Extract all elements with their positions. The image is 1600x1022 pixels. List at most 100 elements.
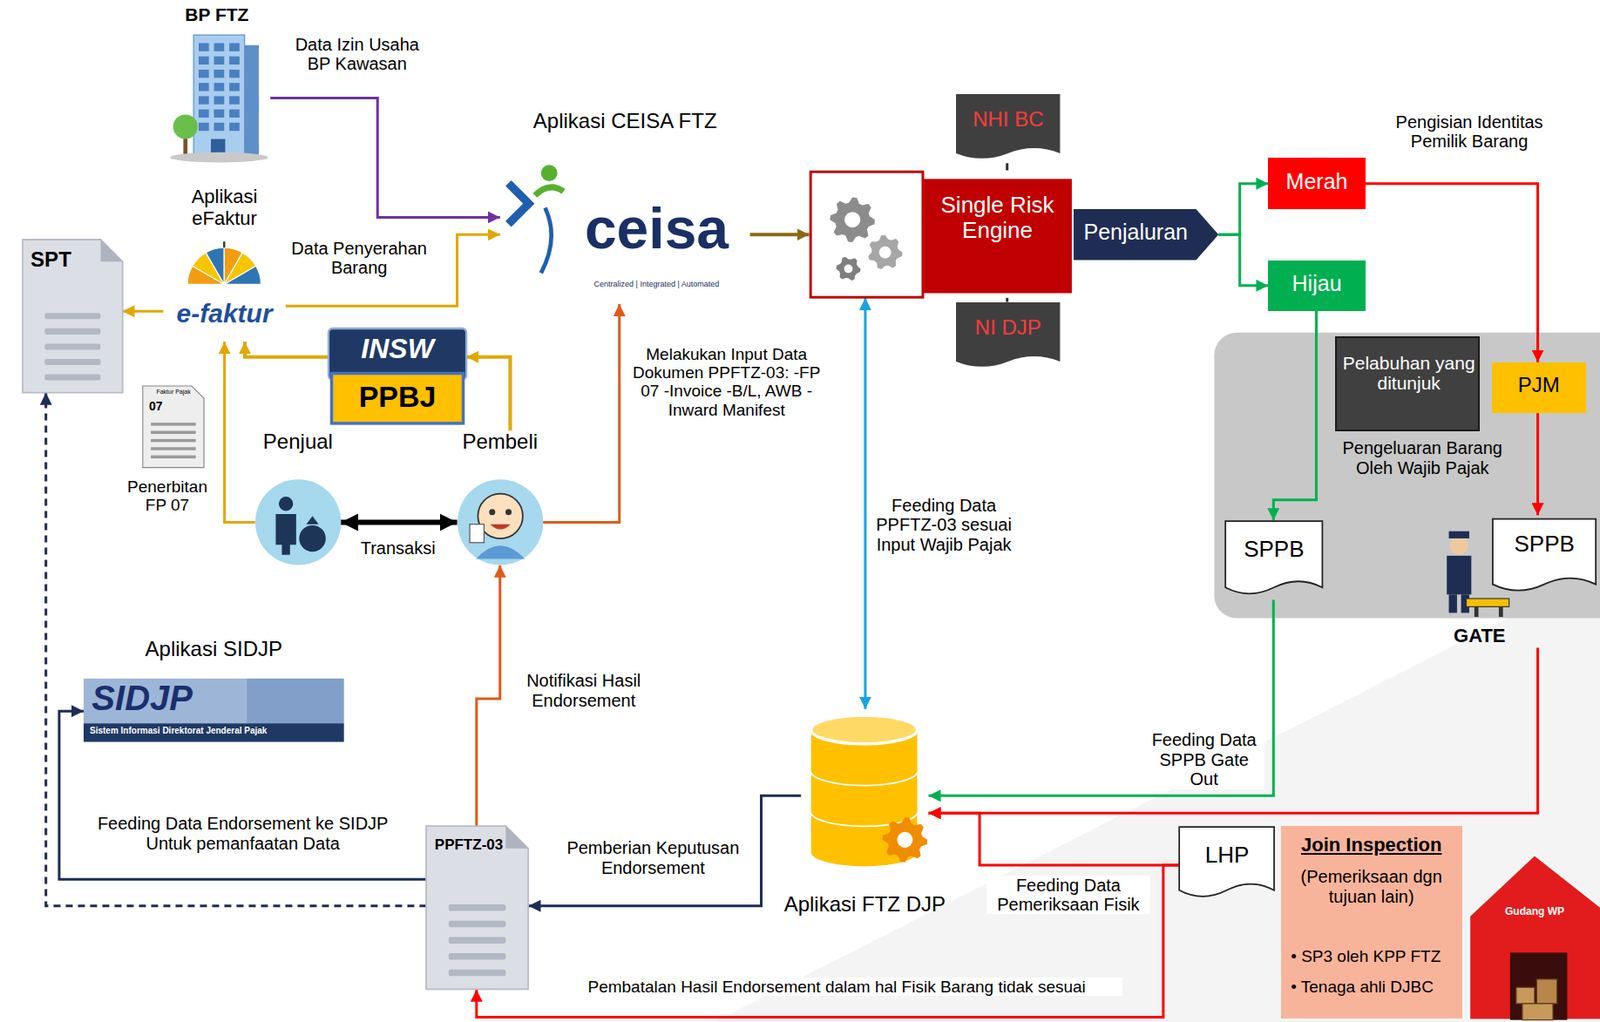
sppb-document: SPPB [1224, 520, 1324, 600]
icon-shape [448, 937, 507, 944]
icon-shape [198, 82, 210, 91]
icon-shape [150, 454, 197, 459]
icon-shape [835, 256, 861, 280]
icon-shape [1536, 979, 1557, 1004]
warehouse-barn: Gudang WP [1469, 854, 1600, 1021]
icon-shape [810, 171, 923, 298]
efaktur-app: Aplikasi eFakture-faktur [162, 186, 286, 342]
icon-shape [489, 524, 510, 530]
edge-label: Data Izin Usaha BP Kawasan [285, 34, 429, 75]
icon-shape [187, 248, 261, 285]
node-text: 07 [149, 400, 190, 414]
background-shade [714, 571, 1600, 1022]
ceisa-app: Aplikasi CEISA FTZ ceisaCentralized | Int… [500, 109, 751, 304]
node-text: Gudang WP [1484, 906, 1587, 918]
connector [1005, 162, 1009, 170]
icon-shape [923, 178, 1072, 293]
node-text: Aplikasi CEISA FTZ [500, 109, 751, 134]
node-text: INSW [328, 333, 467, 366]
icon-shape [488, 508, 495, 516]
icon-shape [1498, 607, 1504, 618]
node-text: Penerbitan FP 07 [120, 477, 215, 516]
icon-shape [1450, 536, 1469, 556]
icon-shape [1474, 607, 1479, 618]
icon-shape [223, 241, 225, 248]
building-icon-graphic [162, 4, 271, 168]
node-text: Single Risk Engine [923, 192, 1072, 244]
icon-shape [1469, 854, 1600, 1021]
icon-shape [214, 108, 225, 117]
node-text: • SP3 oleh KPP FTZ [1290, 947, 1460, 966]
connector [1005, 298, 1009, 303]
port-box: Pelabuhan yang ditunjuk [1335, 336, 1480, 432]
icon-shape [44, 328, 101, 335]
node-text: SPT [30, 248, 92, 272]
node-text: Sistem Informasi Direktorat Jenderal Paj… [89, 725, 340, 736]
icon-shape [142, 386, 204, 468]
connector [476, 865, 1180, 1017]
icon-shape [142, 386, 204, 468]
node-text: SIDJP [91, 678, 255, 719]
node-text: Centralized | Integrated | Automated [562, 279, 750, 289]
ni-djp-tab: NI DJP [955, 302, 1060, 373]
invoice-document: Faktur Pajak07Penerbitan FP 07 [120, 386, 215, 524]
risk-engine: Single Risk Engine [809, 170, 1072, 299]
inspection-box: Join Inspection(Pemeriksaan dgn tujuan l… [1281, 826, 1463, 1018]
seller-icon: Penjual [255, 430, 341, 566]
icon-shape [150, 438, 197, 442]
edge-label: Pemberian Keputusan Endorsement [561, 838, 746, 878]
connector [528, 795, 802, 906]
icon-shape [150, 422, 197, 427]
connector [270, 97, 500, 217]
icon-shape [229, 82, 240, 91]
icon-shape [150, 447, 197, 451]
icon-shape [541, 208, 552, 274]
icon-shape [844, 211, 861, 228]
node-text: Pembeli [447, 430, 554, 455]
buyer-icon: Pembeli [457, 430, 543, 566]
icon-shape [198, 69, 210, 78]
connector [46, 393, 428, 907]
node-text: ceisa [562, 196, 750, 262]
icon-shape [244, 45, 259, 156]
edge-label: Pembatalan Hasil Endorsement dalam hal F… [550, 977, 1123, 997]
icon-shape [214, 82, 225, 91]
icon-shape [214, 69, 225, 78]
connector [1218, 183, 1268, 236]
icon-shape [811, 796, 918, 826]
icon-shape [457, 479, 543, 565]
icon-shape [44, 312, 101, 319]
icon-shape [198, 108, 210, 117]
icon-shape [246, 678, 344, 726]
sppb-gate: SPPBGATE [1433, 515, 1600, 648]
connector [750, 232, 810, 237]
icon-shape [843, 264, 853, 273]
node-text: Hijau [1267, 271, 1365, 296]
edge-label: Feeding Data Pemeriksaan Fisik [986, 875, 1150, 916]
icon-shape [1073, 209, 1219, 261]
connector [542, 304, 620, 523]
node-text: Join Inspection [1281, 834, 1463, 857]
icon-shape [882, 817, 929, 863]
icon-shape [1516, 987, 1535, 1004]
connector [224, 341, 256, 523]
pjm-box: PJM [1491, 362, 1587, 414]
green-channel: Hijau [1267, 260, 1365, 312]
edge-label: Feeding Data PPFTZ-03 sesuai Input Wajib… [872, 495, 1016, 555]
connector [928, 813, 1180, 866]
icon-shape [193, 34, 245, 156]
spt-document: SPT [22, 239, 123, 394]
connector [340, 520, 458, 526]
connector [1273, 311, 1316, 521]
connector [1218, 234, 1268, 286]
icon-shape [198, 95, 210, 104]
icon-shape [867, 234, 902, 269]
icon-shape [198, 122, 210, 130]
connector [863, 298, 867, 710]
sidjp-app: Aplikasi SIDJPSIDJPSistem Informasi Dire… [83, 637, 345, 745]
icon-shape [278, 496, 293, 511]
icon-shape [897, 832, 914, 848]
icon-shape [1510, 953, 1568, 1021]
node-text: GATE [1433, 625, 1526, 648]
icon-shape [229, 42, 240, 51]
